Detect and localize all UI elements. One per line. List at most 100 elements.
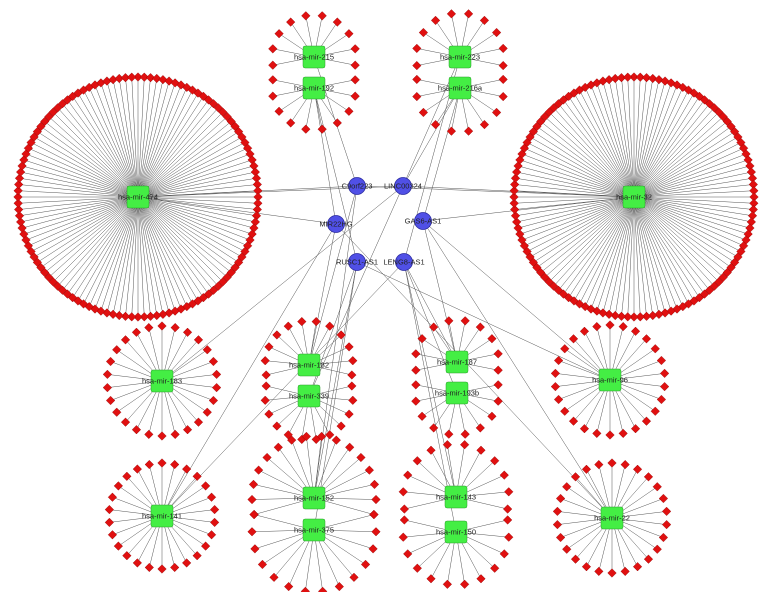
- mirna-square: [622, 185, 646, 209]
- mirna-label: hsa-mir-96: [592, 376, 628, 385]
- spoke-edge: [137, 196, 151, 317]
- target-gene-node: [660, 368, 670, 378]
- target-gene-node: [144, 459, 154, 470]
- hub-nodes-layer: hsa-mir-474hsa-mir-215hsa-mir-192hsa-mir…: [118, 45, 652, 544]
- spoke-edge: [137, 96, 204, 198]
- lncrna-node: MIR22HG: [319, 215, 353, 233]
- target-gene-node: [512, 167, 522, 177]
- target-gene-node: [475, 423, 485, 433]
- spoke-edge: [18, 184, 139, 198]
- spoke-edge: [100, 196, 139, 312]
- lncrna-circle: [327, 215, 345, 233]
- target-gene-node: [131, 425, 142, 435]
- target-gene-node: [368, 544, 378, 554]
- spoke-edge: [633, 196, 715, 287]
- mirna-label: hsa-mir-141: [142, 512, 182, 521]
- spoke-edge: [20, 171, 139, 198]
- target-gene-node: [620, 566, 630, 576]
- target-gene-node: [635, 312, 645, 322]
- spoke-edge: [602, 196, 635, 313]
- target-gene-node: [13, 192, 23, 202]
- target-gene-node: [356, 452, 366, 463]
- target-gene-node: [555, 493, 566, 504]
- target-gene-node: [198, 293, 208, 303]
- target-gene-node: [120, 335, 131, 345]
- spoke-edge: [33, 136, 139, 198]
- spoke-edge: [633, 190, 754, 198]
- spoke-edge: [18, 196, 139, 210]
- mirna-node: hsa-mir-96: [592, 368, 628, 392]
- target-gene-node: [349, 572, 359, 582]
- spoke-edge: [18, 190, 139, 198]
- spoke-edge: [137, 196, 228, 278]
- target-gene-node: [550, 368, 560, 378]
- spoke-edge: [137, 196, 258, 204]
- target-gene-node: [139, 72, 149, 82]
- spoke-edge: [137, 171, 256, 198]
- spoke-edge: [131, 77, 139, 198]
- spoke-edge: [526, 142, 635, 198]
- target-gene-node: [104, 517, 114, 527]
- target-gene-node: [581, 562, 592, 572]
- spoke-edge: [608, 196, 635, 315]
- target-gene-node: [274, 29, 284, 39]
- target-gene-node: [662, 520, 672, 530]
- target-gene-node: [654, 75, 664, 85]
- spoke-edge: [584, 87, 635, 198]
- spoke-edge: [516, 171, 635, 198]
- target-gene-node: [512, 217, 522, 227]
- target-gene-node: [325, 321, 335, 331]
- target-gene-node: [555, 532, 566, 543]
- target-gene-node: [412, 456, 422, 466]
- spoke-edge: [633, 196, 641, 317]
- target-gene-node: [105, 395, 116, 406]
- spoke-edge: [137, 196, 219, 287]
- target-gene-node: [658, 532, 669, 543]
- mirna-square: [445, 381, 469, 405]
- target-gene-node: [13, 198, 23, 208]
- spoke-edge: [72, 196, 139, 298]
- spoke-edge: [137, 196, 253, 235]
- spoke-edge: [579, 196, 635, 305]
- target-gene-node: [510, 173, 521, 183]
- target-gene-node: [562, 482, 572, 492]
- target-gene-node: [182, 464, 192, 474]
- target-gene-node: [14, 173, 25, 183]
- target-gene-node: [344, 342, 354, 352]
- target-gene-node: [429, 423, 439, 433]
- spoke-edge: [526, 196, 635, 252]
- target-gene-node: [490, 563, 500, 573]
- spoke-edge: [137, 147, 248, 198]
- target-gene-node: [272, 421, 282, 431]
- lnc-mirna-edge: [422, 196, 635, 222]
- target-gene-node: [487, 334, 497, 344]
- spoke-edge: [579, 89, 635, 198]
- target-gene-node: [19, 229, 29, 239]
- spoke-edge: [137, 196, 199, 302]
- target-gene-node: [498, 61, 508, 71]
- target-gene-node: [201, 541, 211, 551]
- target-gene-node: [208, 285, 219, 295]
- target-gene-node: [112, 407, 122, 417]
- target-gene-node: [666, 78, 676, 88]
- target-gene-node: [272, 330, 282, 340]
- target-gene-node: [210, 505, 220, 515]
- target-gene-node: [336, 330, 346, 340]
- target-gene-node: [666, 306, 676, 316]
- mirna-node: hsa-mir-216a: [438, 76, 483, 100]
- target-gene-node: [629, 72, 639, 82]
- target-gene-node: [144, 429, 154, 439]
- spoke-edge: [137, 136, 243, 198]
- spoke-edge: [44, 121, 139, 198]
- target-gene-node: [411, 380, 421, 390]
- target-gene-node: [592, 322, 602, 332]
- target-gene-node: [371, 527, 381, 537]
- spoke-edge: [137, 153, 251, 198]
- target-gene-node: [145, 73, 156, 83]
- lnc-mirna-edge: [308, 223, 337, 366]
- target-gene-node: [620, 460, 630, 470]
- target-gene-node: [411, 396, 421, 406]
- target-gene-node: [652, 544, 662, 554]
- target-gene-node: [398, 487, 408, 497]
- target-gene-node: [643, 472, 654, 482]
